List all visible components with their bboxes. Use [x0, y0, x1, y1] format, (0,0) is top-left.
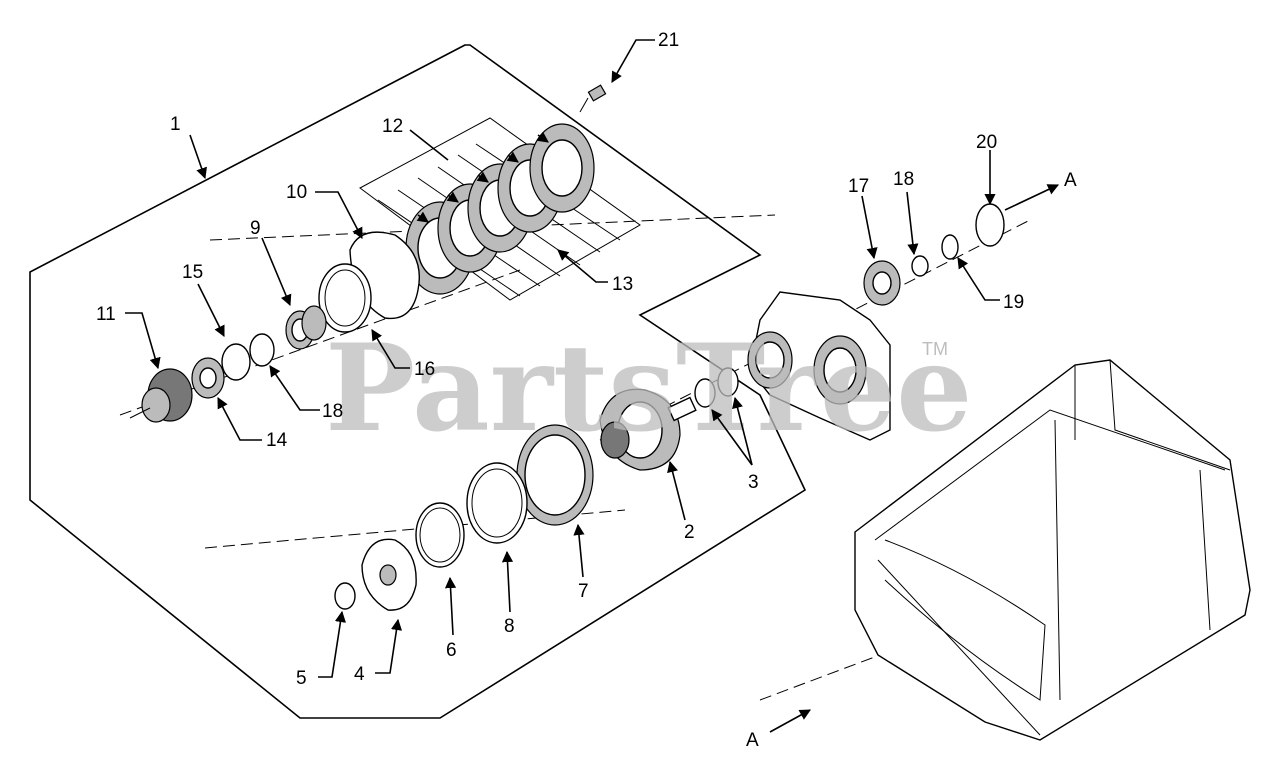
watermark-tm: TM	[922, 339, 948, 359]
leader-lines	[125, 39, 1060, 733]
ring-5	[334, 582, 356, 610]
axis-line-upper	[209, 214, 776, 241]
callout-1: 1	[170, 114, 181, 135]
watermark: PartsTree	[325, 318, 972, 459]
washer-18-right	[911, 255, 929, 277]
callout-21: 21	[658, 30, 679, 51]
callout-A-bottom: A	[746, 730, 759, 751]
bearing-17	[863, 260, 901, 306]
ring-gear-7	[516, 424, 594, 526]
washer-18-left	[249, 333, 275, 367]
callout-20: 20	[976, 132, 997, 153]
assembly-boundary	[29, 44, 807, 719]
callout-14: 14	[266, 430, 288, 451]
ring-19	[941, 234, 959, 260]
ring-8	[466, 462, 528, 544]
callout-11: 11	[96, 304, 116, 325]
transmission-housing	[854, 359, 1251, 741]
callout-7: 7	[578, 581, 589, 602]
callout-A-top: A	[1064, 170, 1077, 191]
bearing-14	[191, 357, 225, 399]
callout-2: 2	[684, 522, 695, 543]
ring-15	[221, 343, 251, 381]
callout-12: 12	[382, 116, 403, 137]
ring-3b	[717, 367, 739, 397]
ring-20	[975, 203, 1005, 247]
gear-case	[747, 291, 891, 441]
callout-5: 5	[296, 668, 307, 689]
callout-18-right: 18	[893, 169, 914, 190]
gear-shaft-11	[129, 368, 193, 423]
axis-line-housing	[759, 654, 881, 701]
callout-labels: 1 2 3 4 5 6 7 8 9 10 11 12 13 14 15 16 1…	[96, 30, 1077, 751]
ring-16	[318, 263, 372, 333]
callout-6: 6	[446, 640, 457, 661]
callout-15: 15	[182, 262, 203, 283]
ring-6	[415, 502, 465, 568]
callout-16: 16	[414, 359, 435, 380]
callout-18-left: 18	[322, 401, 343, 422]
ring-3a	[694, 378, 716, 408]
callout-9: 9	[250, 218, 261, 239]
callout-10: 10	[286, 182, 307, 203]
plate-4	[361, 538, 417, 611]
clutch-discs	[405, 123, 595, 295]
callout-19: 19	[1003, 292, 1024, 313]
callout-17: 17	[848, 176, 869, 197]
callout-3: 3	[748, 472, 759, 493]
callout-4: 4	[354, 664, 365, 685]
bearing-9	[285, 305, 327, 350]
callout-8: 8	[504, 616, 515, 637]
carrier-2	[599, 388, 697, 471]
bolt-21	[579, 84, 607, 113]
callout-13: 13	[612, 274, 633, 295]
